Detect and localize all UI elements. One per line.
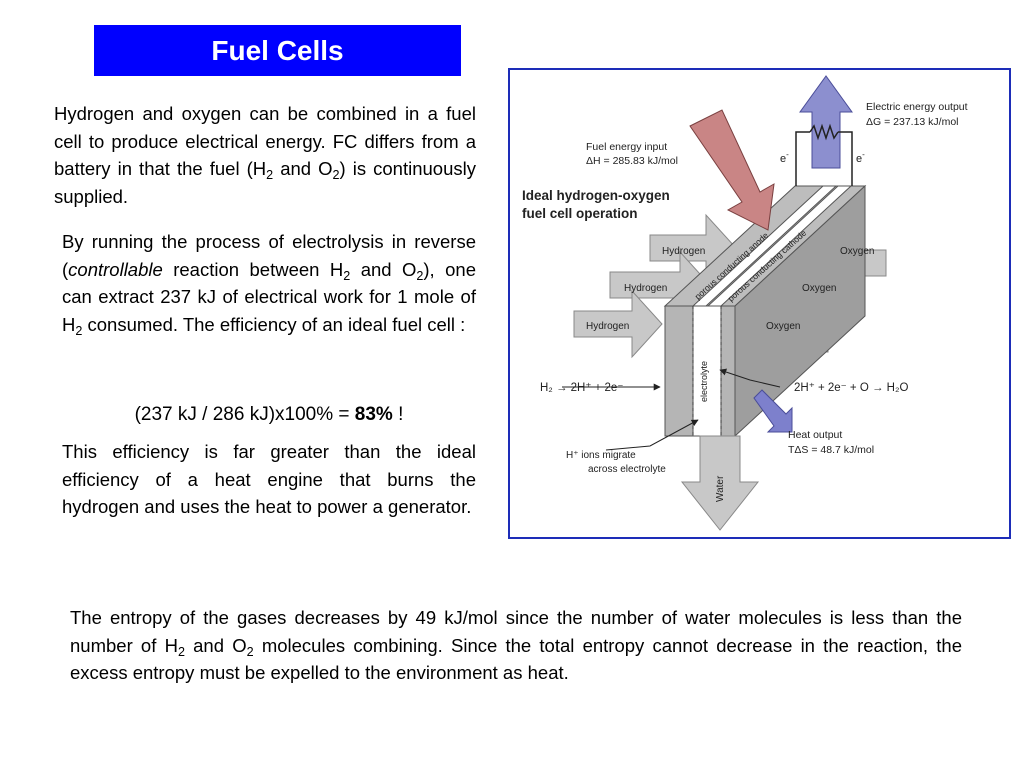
- text-run: consumed. The efficiency of an ideal fue…: [82, 313, 466, 335]
- subscript: 2: [416, 268, 424, 283]
- paragraph-fuel-cell-intro: Hydrogen and oxygen can be combined in a…: [54, 100, 476, 210]
- subscript: 2: [332, 167, 340, 182]
- text-run: Hydrogen and oxygen can be combined in a…: [54, 103, 476, 179]
- electric-output-value: ΔG = 237.13 kJ/mol: [866, 116, 959, 128]
- water-label: Water: [715, 475, 726, 502]
- cathode-reaction: 2H⁺ + 2e⁻ + O → H₂O: [794, 382, 908, 394]
- fuel-cell-diagram: Hydrogen Hydrogen Hydrogen Oxygen Oxygen…: [508, 68, 1011, 539]
- subscript: 2: [177, 644, 185, 659]
- text-run: and O: [184, 634, 247, 656]
- paragraph-electrolysis-reverse: By running the process of electrolysis i…: [62, 228, 476, 338]
- subscript: 2: [75, 323, 83, 338]
- ion-migration-pointer: [605, 419, 699, 451]
- water-arrow: [680, 435, 760, 531]
- oxygen-label-mid: Oxygen: [802, 283, 836, 294]
- circuit-wire-left: [795, 131, 810, 186]
- subscript: 2: [343, 268, 351, 283]
- cathode-reaction-pointer: [719, 368, 781, 388]
- hydrogen-label-top: Hydrogen: [662, 246, 705, 257]
- heat-output-arrow: [753, 389, 793, 433]
- text-run: (237 kJ / 286 kJ)x100% =: [134, 404, 355, 425]
- fuel-cell-diagram-svg: Hydrogen Hydrogen Hydrogen Oxygen Oxygen…: [522, 75, 968, 531]
- text-run: ) is continuously supplied.: [54, 158, 476, 207]
- anode-reaction: H₂ → 2H⁺ + 2e⁻: [540, 382, 623, 394]
- fuel-input-arrow: [689, 109, 775, 231]
- diagram-heading-line1: Ideal hydrogen-oxygen: [522, 188, 670, 203]
- fuel-input-label: Fuel energy input: [586, 141, 667, 153]
- heat-output-value: TΔS = 48.7 kJ/mol: [788, 444, 874, 456]
- paragraph-heat-engine-comparison: This efficiency is far greater than the …: [62, 441, 476, 517]
- paragraph-entropy: The entropy of the gases decreases by 49…: [70, 604, 962, 687]
- electric-output-arrow: [799, 75, 853, 169]
- text-run: ), one can extract 237 kJ of electrical …: [62, 258, 476, 335]
- text-run: By running the process of electrolysis i…: [62, 231, 476, 280]
- text-run: !: [392, 404, 404, 425]
- text-run: The entropy of the gases decreases by 49…: [70, 607, 962, 656]
- slide-title: Fuel Cells: [211, 34, 344, 66]
- electron-label-right: e-: [856, 150, 865, 165]
- hydrogen-label-mid: Hydrogen: [624, 283, 667, 294]
- text-run: and O: [350, 258, 417, 280]
- electron-label-left: e-: [780, 150, 789, 165]
- heat-output-label: Heat output: [788, 429, 842, 441]
- italic-text: controllable: [68, 258, 163, 280]
- oxygen-label-bottom: Oxygen: [766, 321, 800, 332]
- electrolyte-layer: [692, 305, 722, 437]
- ion-migration-label: H⁺ ions migrate: [566, 450, 636, 461]
- oxygen-label-top: Oxygen: [840, 246, 874, 257]
- subscript: 2: [246, 644, 254, 659]
- title-box: Fuel Cells: [94, 25, 461, 76]
- efficiency-value: 83%: [354, 404, 393, 425]
- subscript: 2: [266, 167, 274, 182]
- hydrogen-arrow-bottom: [573, 289, 663, 359]
- ion-migration-label-2: across electrolyte: [588, 464, 666, 475]
- resistor-icon: [809, 123, 839, 141]
- diagram-heading-line2: fuel cell operation: [522, 206, 638, 221]
- fuel-input-value: ΔH = 285.83 kJ/mol: [586, 155, 678, 167]
- text-run: molecules combining. Since the total ent…: [70, 634, 962, 684]
- circuit-wire-right: [838, 131, 853, 186]
- text-run: and O: [273, 158, 333, 179]
- electric-output-label: Electric energy output: [866, 101, 968, 113]
- efficiency-formula: (237 kJ / 286 kJ)x100% = 83% !: [62, 400, 476, 430]
- text-run: reaction between H: [162, 258, 344, 280]
- hydrogen-label-bottom: Hydrogen: [586, 321, 629, 332]
- electrolyte-label: electrolyte: [699, 361, 709, 402]
